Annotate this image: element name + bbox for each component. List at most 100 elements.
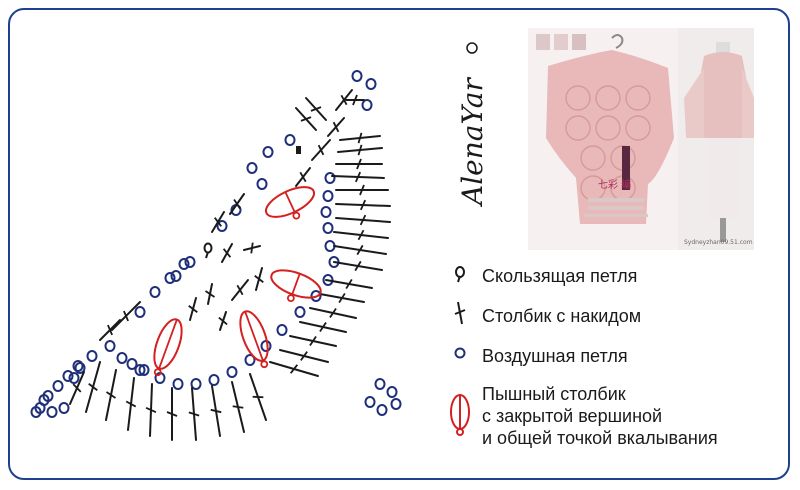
double-crochet-bar <box>125 400 137 408</box>
double-crochet-bar <box>319 322 327 332</box>
double-crochet-bar <box>222 248 232 258</box>
puff-stitch-base <box>153 368 162 377</box>
double-crochet-bar <box>352 94 358 106</box>
chain-stitch <box>58 402 70 414</box>
double-crochet-bar <box>123 310 129 322</box>
chain-stitch <box>260 340 272 352</box>
double-crochet-bar <box>204 290 216 298</box>
puff-stitch-base <box>260 360 269 369</box>
double-crochet-bar <box>357 229 365 241</box>
chain-stitch <box>294 306 306 318</box>
chain-stitch <box>172 378 184 390</box>
joining-mark <box>296 146 301 154</box>
double-crochet-bar <box>310 106 322 112</box>
legend-double-crochet-label: Столбик с накидом <box>482 306 642 326</box>
chain-stitch <box>256 178 268 190</box>
chain-stitch <box>320 206 332 218</box>
double-crochet-bar <box>359 184 365 196</box>
chain-stitch <box>310 290 322 302</box>
puff-stitch-center <box>291 273 301 295</box>
chain-stitch <box>208 374 220 386</box>
chain-stitch <box>365 78 377 90</box>
author-signature-text: AlenaYar <box>456 77 489 208</box>
legend-puff-line1: Пышный столбик <box>482 384 626 404</box>
puff-stitch-base <box>292 211 301 220</box>
double-crochet-bar <box>338 292 346 304</box>
puff-stitch-base <box>286 294 295 302</box>
double-crochet-bar <box>105 391 117 399</box>
author-signature-mark <box>466 42 478 54</box>
double-crochet-bar <box>232 405 244 409</box>
chain-stitch <box>361 99 373 111</box>
chain-stitch <box>322 274 334 286</box>
chain-stitch <box>374 378 386 390</box>
chain-stitch <box>104 340 116 352</box>
chain-stitch <box>74 362 86 374</box>
double-crochet-bar <box>254 275 264 283</box>
double-crochet-bar <box>329 308 337 318</box>
double-crochet-bar <box>233 199 241 209</box>
double-crochet-bar <box>359 214 367 226</box>
double-crochet-bar <box>166 411 178 417</box>
chain-stitch <box>386 386 398 398</box>
chain-stitch <box>364 396 376 408</box>
chain-stitch <box>38 394 50 406</box>
chain-stitch <box>246 162 258 174</box>
chain-stitch <box>170 270 182 282</box>
double-crochet-icon <box>454 301 466 325</box>
double-crochet-bar <box>218 316 228 326</box>
photo-watermark: Sydneyzhan09.51.com <box>684 239 753 246</box>
double-crochet-bar <box>317 144 325 156</box>
double-crochet-bar <box>354 260 362 272</box>
double-crochet-bar <box>236 284 244 296</box>
legend-symbols <box>450 266 470 436</box>
double-crochet-bar <box>299 171 307 183</box>
double-crochet-bar <box>214 217 222 227</box>
slip-stitch-icon <box>455 266 465 283</box>
double-crochet-bar <box>289 364 299 374</box>
puff-stitch-center <box>158 319 178 369</box>
double-crochet-bar <box>332 121 340 133</box>
chain-stitch <box>322 222 334 234</box>
chain-stitch <box>322 190 334 202</box>
chain-stitch <box>226 366 238 378</box>
double-crochet-bar <box>300 116 312 122</box>
chain-stitch <box>46 406 58 418</box>
chain-stitch <box>149 286 161 298</box>
double-crochet-bar <box>356 158 362 170</box>
double-crochet-bar <box>210 408 222 414</box>
garment-photo: 七彩 编 Sydneyzhan09.51.com <box>528 28 754 250</box>
puff-stitch-icon <box>450 394 470 436</box>
chain-stitch <box>190 378 202 390</box>
chain-stitch <box>72 360 84 372</box>
chain-stitch <box>262 146 274 158</box>
chain-stitch <box>116 352 128 364</box>
double-crochet-bar <box>188 411 200 417</box>
chain-stitch <box>276 324 288 336</box>
chain-stitch <box>134 364 146 376</box>
chain-stitch <box>138 364 150 376</box>
chain-stitch <box>284 134 296 146</box>
double-crochet-bar <box>88 383 98 391</box>
double-crochet-bar <box>357 144 363 156</box>
double-crochet-bar <box>340 94 348 106</box>
chain-stitch <box>216 220 228 232</box>
puff-stitch-center <box>244 311 264 361</box>
double-crochet-bar <box>145 406 157 414</box>
chain-stitch <box>134 306 146 318</box>
double-crochet-bar <box>356 244 364 256</box>
chain-stitch <box>178 258 190 270</box>
chain-stitch <box>184 256 196 268</box>
chain-stitch <box>324 172 336 184</box>
double-crochet-bar <box>309 336 317 346</box>
double-crochet-bar <box>345 278 353 290</box>
double-crochet-bar <box>250 242 254 254</box>
chain-stitch <box>30 406 42 418</box>
chain-stitch <box>68 372 80 384</box>
chain-stitch <box>390 398 402 410</box>
chain-stitch <box>126 358 138 370</box>
slip-stitch-tail <box>205 251 209 259</box>
chain-stitch <box>164 272 176 284</box>
double-crochet-bar <box>359 199 367 211</box>
